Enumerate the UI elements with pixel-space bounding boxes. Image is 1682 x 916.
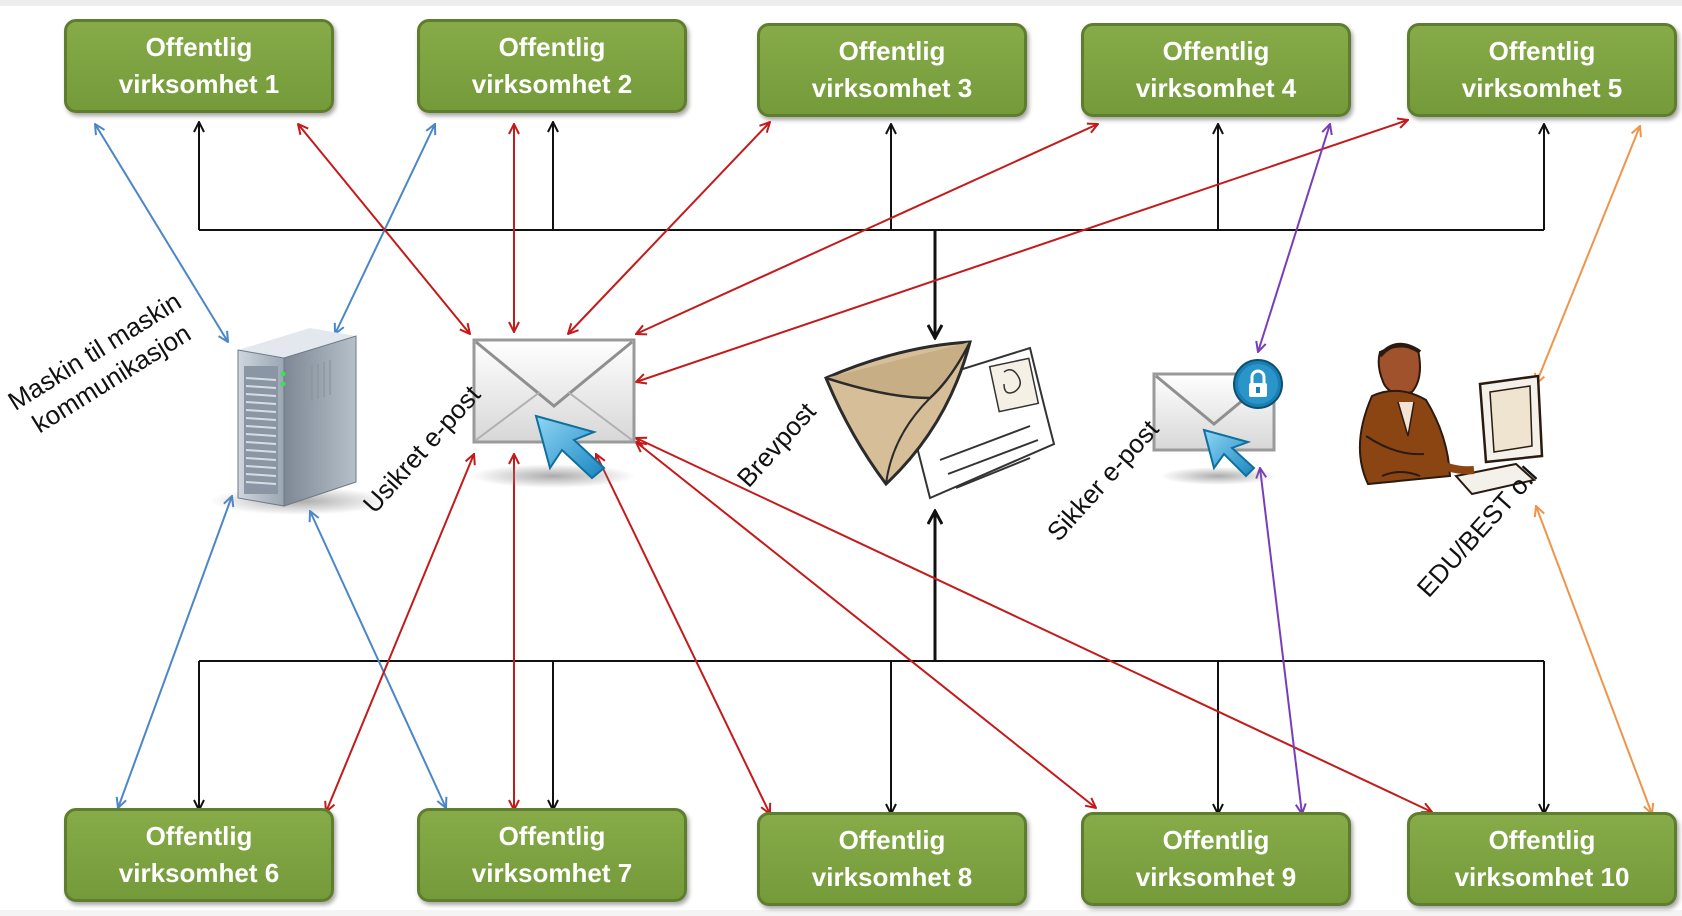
agency-box-6: Offentlig virksomhet 6 (64, 808, 334, 902)
secure-email-links (1258, 124, 1330, 814)
agency-box-line2: virksomhet 4 (1135, 73, 1297, 103)
agency-box-line2: virksomhet 5 (1461, 73, 1623, 103)
agency-box-9: Offentlig virksomhet 9 (1081, 812, 1351, 906)
agency-box-line1: Offentlig (1162, 825, 1270, 855)
agency-box-7: Offentlig virksomhet 7 (417, 808, 687, 902)
agency-box-line2: virksomhet 8 (811, 862, 973, 892)
agency-box-1: Offentlig virksomhet 1 (64, 19, 334, 113)
agency-box-line2: virksomhet 10 (1454, 862, 1630, 892)
server-icon (210, 328, 390, 515)
agency-box-line1: Offentlig (145, 32, 253, 62)
agency-box-5: Offentlig virksomhet 5 (1407, 23, 1677, 117)
connection-lines (0, 6, 1682, 916)
person-at-computer-icon (1359, 343, 1544, 496)
agency-box-line1: Offentlig (498, 32, 606, 62)
agency-box-3: Offentlig virksomhet 3 (757, 23, 1027, 117)
agency-box-line1: Offentlig (498, 821, 606, 851)
agency-box-4: Offentlig virksomhet 4 (1081, 23, 1351, 117)
envelope-cursor-icon (471, 338, 636, 488)
locked-envelope-icon (1152, 359, 1283, 485)
agency-box-line2: virksomhet 9 (1135, 862, 1297, 892)
edu-best-links (1536, 126, 1652, 814)
agency-box-line1: Offentlig (1162, 36, 1270, 66)
agency-box-2: Offentlig virksomhet 2 (417, 19, 687, 113)
agency-box-line2: virksomhet 1 (118, 69, 280, 99)
agency-box-line1: Offentlig (145, 821, 253, 851)
agency-box-line1: Offentlig (838, 825, 946, 855)
agency-box-line1: Offentlig (1488, 36, 1596, 66)
agency-box-line1: Offentlig (838, 36, 946, 66)
agency-box-8: Offentlig virksomhet 8 (757, 812, 1027, 906)
agency-box-line2: virksomhet 2 (471, 69, 633, 99)
unsecured-email-links (298, 120, 1432, 814)
agency-box-line1: Offentlig (1488, 825, 1596, 855)
agency-box-line2: virksomhet 7 (471, 858, 633, 888)
letter-envelope-icon (824, 340, 1056, 500)
agency-box-10: Offentlig virksomhet 10 (1407, 812, 1677, 906)
agency-box-line2: virksomhet 3 (811, 73, 973, 103)
agency-box-line2: virksomhet 6 (118, 858, 280, 888)
